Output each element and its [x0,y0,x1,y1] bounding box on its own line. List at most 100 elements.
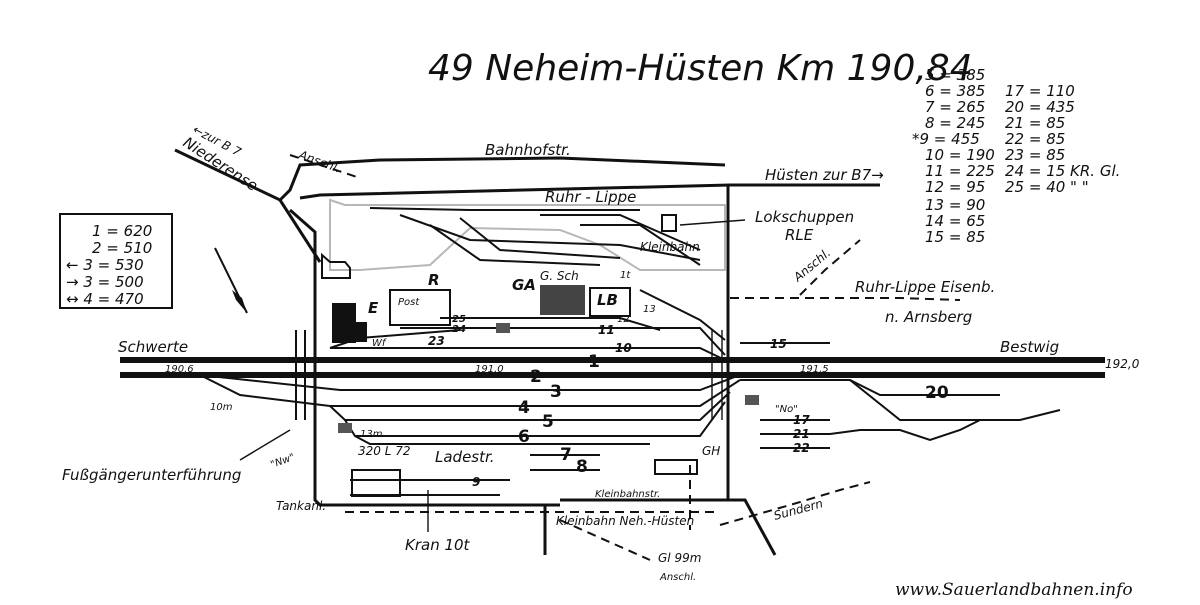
len-20: 20 = 435 [1005,98,1075,116]
len-10: 10 = 190 [925,146,995,164]
label-lb: LB [597,291,618,309]
track-number-15: 15 [770,337,787,351]
track-number-9: 9 [472,475,480,489]
label-no: "No" [775,404,798,415]
legend-box: 1 = 620 2 = 510 ← 3 = 530 → 3 = 500 ↔ 4 … [59,213,173,309]
len-21: 21 = 85 [1005,114,1065,132]
place-labels: ←zur B 7 Niederense Anschl. Bahnhofstr. … [62,122,1140,583]
label-1t: 1t [620,270,631,281]
length-table-col2: 17 = 110 20 = 435 21 = 85 22 = 85 23 = 8… [1005,82,1120,196]
legend-1: 1 = 620 [92,222,152,240]
label-fussgaenger: Fußgängerunterführung [62,466,241,484]
track-number-25: 25 [452,314,466,325]
label-kleinbahn: Kleinbahn [640,240,700,254]
building-post [389,289,451,326]
track-number-8: 8 [576,457,588,477]
label-320: 320 L 72 [358,444,411,458]
len-22: 22 = 85 [1005,130,1065,148]
buildings [332,214,759,497]
len-15: 15 = 85 [925,228,985,246]
label-tankanl: Tankanl. [276,499,326,513]
label-km-192-0: 192,0 [1105,357,1140,371]
label-ruhr-lippe: Ruhr - Lippe [545,188,636,206]
track-number-23: 23 [428,334,445,348]
len-7: 7 = 265 [925,98,985,116]
len-9: *9 = 455 [912,130,980,148]
legend-3-right: → 3 = 500 [66,273,144,291]
label-r: R [428,271,440,289]
track-number-11: 11 [598,323,615,337]
label-kleinbahnstr: Kleinbahnstr. [595,489,660,500]
label-anschl-right: Anschl. [790,246,833,285]
len-6: 6 = 385 [925,82,985,100]
track-number-13: 13 [643,304,656,315]
north-arrow-icon [214,247,248,314]
track-number-6: 6 [518,427,530,447]
label-ga: GA [512,276,536,294]
label-ladestr: Ladestr. [435,448,495,466]
label-kran: Kran 10t [405,536,471,554]
dashed-connections [289,154,961,561]
label-gl99: Gl 99m [658,551,701,565]
len-25: 25 = 40 " " [1005,178,1089,196]
label-ruhr-lippe-eisenb: Ruhr-Lippe Eisenb. [855,278,995,296]
label-wf: Wf [372,338,387,349]
roads [174,148,880,556]
track-number-5: 5 [542,412,554,432]
track-number-21: 21 [793,427,810,441]
len-13: 13 = 90 [925,196,985,214]
len-14: 14 = 65 [925,212,985,230]
label-post: Post [398,297,420,308]
label-anschl-bottom: Anschl. [659,572,696,583]
building-lb [589,287,631,317]
website-credit: www.Sauerlandbahnen.info [895,580,1133,600]
len-12: 12 = 95 [925,178,985,196]
track-number-12: 12 [617,314,630,325]
label-e: E [368,299,379,317]
label-gh: GH [702,444,720,458]
label-kleinbahn-neh: Kleinbahn Neh.-Hüsten [556,514,694,528]
legend-3-left: ← 3 = 530 [66,256,144,274]
track-number-7: 7 [560,445,572,465]
label-km-191-5: 191,5 [800,364,829,375]
track-number-1: 1 [588,352,600,372]
track-numbers: 1 2 3 4 5 6 7 8 9 10 11 12 13 15 17 20 2… [428,304,949,489]
label-n-arnsberg: n. Arnsberg [885,308,972,326]
label-gsch: G. Sch [540,269,579,283]
len-24: 24 = 15 KR. Gl. [1005,162,1120,180]
len-8: 8 = 245 [925,114,985,132]
label-huesten: Hüsten zur B7→ [765,166,884,184]
track-number-10: 10 [615,341,632,355]
building-gh [654,459,698,475]
legend-4: ↔ 4 = 470 [66,290,144,308]
label-schwerte: Schwerte [118,338,188,356]
len-5: 5 = 385 [925,66,985,84]
tank-area [351,469,401,497]
len-17: 17 = 110 [1005,82,1075,100]
length-table-col1: 5 = 385 6 = 385 7 = 265 8 = 245 *9 = 455… [912,66,995,246]
track-number-20: 20 [925,383,949,403]
track-number-24: 24 [452,324,466,335]
main-tracks [120,207,1105,496]
building-lokschuppen [661,214,677,232]
track-number-3: 3 [550,382,562,402]
label-km-191-0: 191,0 [475,364,504,375]
label-nw: "Nw" [269,452,296,471]
len-11: 11 = 225 [925,162,995,180]
legend-2: 2 = 510 [92,239,152,257]
label-13m: 13m [360,429,383,440]
len-23: 23 = 85 [1005,146,1065,164]
track-number-4: 4 [518,398,530,418]
label-rle: RLE [785,226,814,244]
underpass [239,330,723,461]
plan-title: 49 Neheim-Hüsten Km 190,84 [428,48,973,89]
label-bestwig: Bestwig [1000,338,1059,356]
building-gsch [540,285,585,315]
label-km-190-6: 190,6 [165,364,194,375]
label-anschl-top: Anschl. [296,147,343,175]
label-sundern: Sundern [772,496,824,523]
track-number-22: 22 [793,441,810,455]
label-bahnhofstr: Bahnhofstr. [485,141,571,159]
track-number-2: 2 [530,367,542,387]
label-10m: 10m [210,402,233,413]
